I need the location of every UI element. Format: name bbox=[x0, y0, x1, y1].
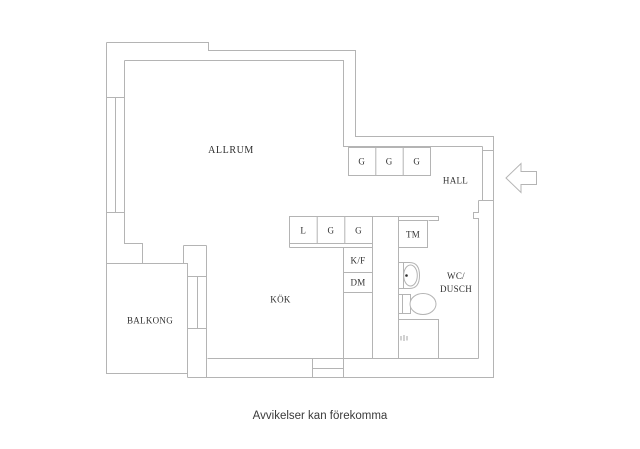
dishwasher-label: DM bbox=[350, 278, 365, 288]
toilet-icon bbox=[398, 293, 437, 315]
wardrobe-label: G bbox=[386, 157, 393, 167]
shower-icon bbox=[398, 319, 439, 359]
entrance-arrow-icon bbox=[505, 162, 537, 194]
kitchen-bottom-window bbox=[312, 358, 344, 378]
interior-wall-outline bbox=[124, 60, 494, 359]
washing-machine-label: TM bbox=[406, 230, 420, 240]
kitchen-cabinets: L G G K/F DM bbox=[289, 216, 373, 359]
cabinet-label: L bbox=[300, 226, 306, 236]
room-label-balkong: BALKONG bbox=[127, 316, 173, 326]
outer-wall-outline bbox=[106, 42, 494, 378]
room-label-kok: KÖK bbox=[270, 295, 291, 305]
disclaimer-caption: Avvikelser kan förekomma bbox=[252, 410, 388, 422]
room-label-wc-line1: WC/ bbox=[447, 271, 465, 281]
sink-icon bbox=[398, 262, 421, 289]
allrum-window bbox=[106, 97, 125, 213]
room-label-wc-line2: DUSCH bbox=[440, 284, 472, 294]
room-label-allrum: ALLRUM bbox=[208, 145, 254, 156]
wardrobe-label: G bbox=[413, 157, 420, 167]
cabinet-label: G bbox=[327, 226, 334, 236]
room-label-hall: HALL bbox=[443, 176, 468, 186]
wardrobe-cabinets: G G G bbox=[348, 147, 431, 176]
balcony-door bbox=[183, 245, 207, 378]
fridge-freezer-label: K/F bbox=[351, 256, 366, 266]
cabinet-label: G bbox=[355, 226, 362, 236]
wardrobe-label: G bbox=[358, 157, 365, 167]
washing-machine-cabinet: TM bbox=[398, 220, 428, 248]
